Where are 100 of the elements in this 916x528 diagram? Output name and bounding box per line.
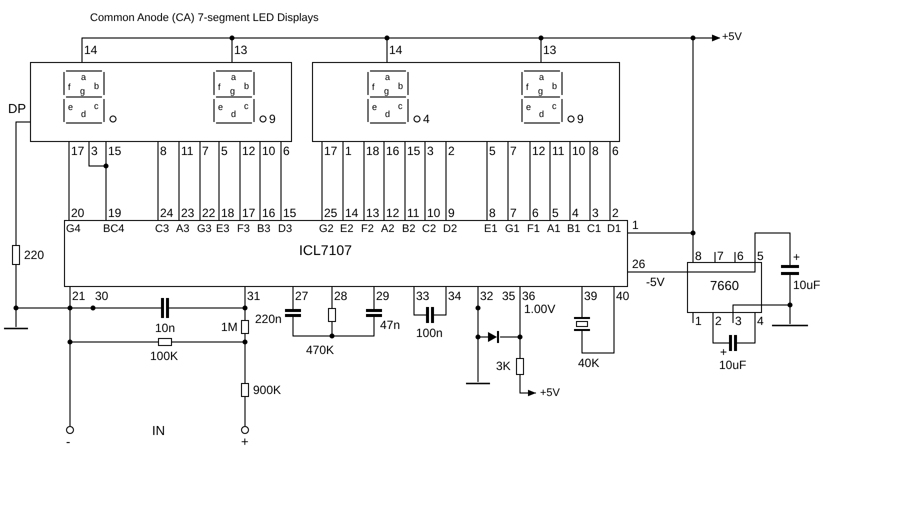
terminal-sign: - xyxy=(66,435,70,449)
pin-number: 10 xyxy=(427,207,440,220)
segment-letter: d xyxy=(539,109,544,119)
pin-name: D2 xyxy=(443,223,458,235)
pin-number: 14 xyxy=(84,44,98,57)
segment-letter: c xyxy=(94,101,98,111)
pin-number: 10 xyxy=(262,145,276,158)
display-module xyxy=(30,62,292,142)
pin-number: 30 xyxy=(95,290,108,303)
segment-letter: d xyxy=(385,109,390,119)
pin-name: G1 xyxy=(505,223,520,235)
wire xyxy=(342,142,344,220)
pin-number: 39 xyxy=(584,290,598,303)
pin-number: 11 xyxy=(552,145,564,158)
pin-number: 1 xyxy=(695,315,702,328)
segment-letter: b xyxy=(244,81,250,91)
wire xyxy=(500,286,520,358)
wire xyxy=(424,142,426,220)
pin-number: 4 xyxy=(423,113,430,126)
pin-number: 9 xyxy=(577,113,584,126)
pin-number: 13 xyxy=(543,44,556,57)
segment-letter: d xyxy=(231,109,236,119)
pin-name: A1 xyxy=(547,223,560,235)
component-value: 470K xyxy=(306,344,334,357)
wire xyxy=(244,396,246,426)
component-value: 220n xyxy=(255,313,282,326)
input-label: IN xyxy=(152,424,165,438)
voltage-label: -5V xyxy=(646,276,665,289)
pin-name: B2 xyxy=(402,223,416,235)
pin-name: G3 xyxy=(197,223,212,235)
segment-letter: c xyxy=(244,101,248,111)
segment-letter: f xyxy=(218,82,221,92)
pin-number: 8 xyxy=(695,250,702,263)
pin-number: 36 xyxy=(522,290,536,303)
segment-letter: a xyxy=(81,72,86,82)
pin-number: 17 xyxy=(71,145,84,158)
component-value: 40K xyxy=(578,357,600,370)
chip-label: ICL7107 xyxy=(299,243,352,258)
voltage-label: 1.00V xyxy=(524,303,556,316)
pin-number: 12 xyxy=(242,145,256,158)
segment-letter: g xyxy=(80,86,86,96)
pin-name: G4 xyxy=(66,223,81,235)
component-value: 220 xyxy=(24,249,44,262)
component-value: 1M xyxy=(221,321,238,334)
segment-letter: e xyxy=(218,102,224,112)
polarity-mark: + xyxy=(793,251,800,264)
component-value: 3K xyxy=(496,360,511,373)
component-value: 900K xyxy=(253,384,282,397)
wire xyxy=(520,374,536,396)
pin-number: 8 xyxy=(592,145,599,158)
pin-number: 9 xyxy=(448,207,455,220)
pin-name: E2 xyxy=(340,223,354,235)
polarity-mark: + xyxy=(720,346,728,359)
segment-letter: a xyxy=(385,72,390,82)
pin-number: 13 xyxy=(234,44,248,57)
ic-chip xyxy=(64,220,628,287)
pin-number: 26 xyxy=(632,258,646,271)
wire xyxy=(16,122,30,246)
pin-number: 2 xyxy=(448,145,455,158)
wire xyxy=(712,312,730,344)
pin-number: 2 xyxy=(612,207,619,220)
pin-name: B1 xyxy=(567,223,580,235)
pin-number: 15 xyxy=(407,145,420,158)
segment-letter: e xyxy=(372,102,378,112)
component-value: 47n xyxy=(380,319,400,332)
pin-number: 6 xyxy=(612,145,619,158)
pin-number: 17 xyxy=(242,207,256,220)
pin-number: 1 xyxy=(345,145,352,158)
pin-name: BC4 xyxy=(103,223,124,235)
pin-number: 7 xyxy=(202,145,209,158)
component-value: 100K xyxy=(150,350,178,363)
net-label: DP xyxy=(8,102,26,116)
pin-number: 10 xyxy=(572,145,586,158)
wire xyxy=(68,142,70,220)
pin-number: 8 xyxy=(489,207,496,220)
pin-number: 12 xyxy=(532,145,546,158)
segment-letter: b xyxy=(94,81,100,91)
segment-letter: c xyxy=(398,101,402,111)
pin-name: E1 xyxy=(484,223,498,235)
segment-letter: b xyxy=(398,81,404,91)
segment-letter: g xyxy=(538,86,544,96)
pin-number: 6 xyxy=(283,145,290,158)
supply-label: +5V xyxy=(722,31,742,43)
pin-number: 7 xyxy=(510,145,517,158)
pin-number: 32 xyxy=(480,290,494,303)
pin-number: 28 xyxy=(334,290,348,303)
pin-number: 3 xyxy=(735,315,742,328)
pin-number: 24 xyxy=(160,207,174,220)
terminal-sign: + xyxy=(241,435,249,449)
pin-number: 14 xyxy=(345,207,358,220)
segment-letter: e xyxy=(526,102,532,112)
pin-number: 21 xyxy=(72,290,86,303)
pin-number: 5 xyxy=(221,145,228,158)
pin-number: 7 xyxy=(510,207,517,220)
pin-number: 17 xyxy=(324,145,338,158)
pin-number: 18 xyxy=(221,207,234,220)
pin-number: 25 xyxy=(324,207,338,220)
pin-number: 15 xyxy=(283,207,296,220)
pin-number: 29 xyxy=(376,290,390,303)
wire xyxy=(292,286,294,310)
